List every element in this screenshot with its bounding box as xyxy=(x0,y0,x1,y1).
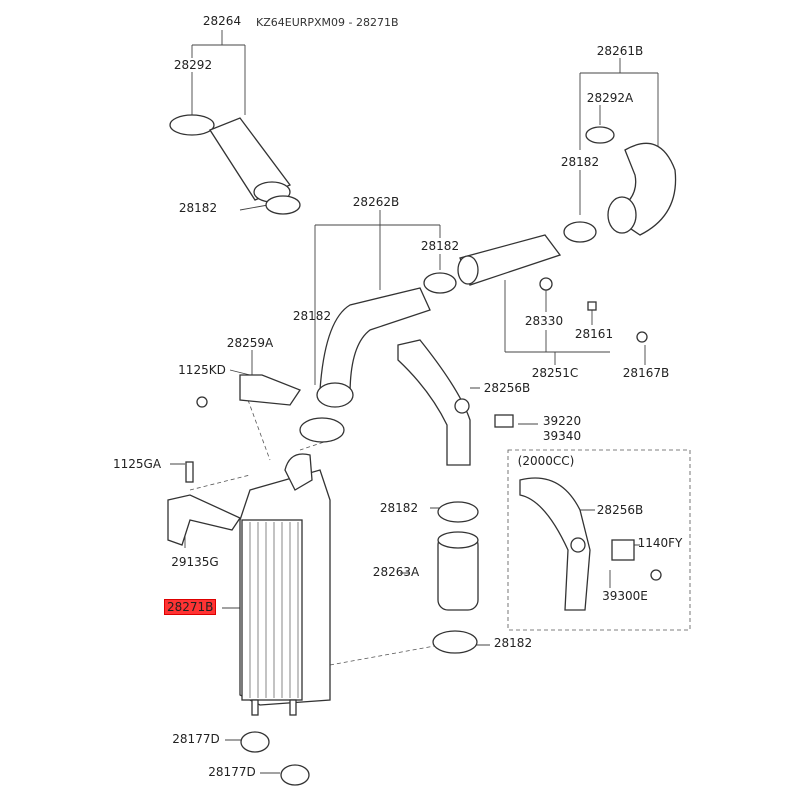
label-28261B[interactable]: 28261B xyxy=(596,44,644,58)
label-39220[interactable]: 39220 xyxy=(542,414,582,428)
hose-28264 xyxy=(169,114,301,215)
label-28262B[interactable]: 28262B xyxy=(352,195,400,209)
label-28182[interactable]: 28182 xyxy=(178,201,218,215)
label-28161[interactable]: 28161 xyxy=(574,327,614,341)
label-28292A[interactable]: 28292A xyxy=(586,91,634,105)
label-2000cc: (2000CC) xyxy=(517,454,575,468)
label-28182[interactable]: 28182 xyxy=(493,636,533,650)
label-28182[interactable]: 28182 xyxy=(292,309,332,323)
label-28259A[interactable]: 28259A xyxy=(226,336,274,350)
label-28177D[interactable]: 28177D xyxy=(208,765,256,779)
label-39300E[interactable]: 39300E xyxy=(602,589,648,603)
pipe-28256B-2000cc xyxy=(519,477,662,611)
label-28182[interactable]: 28182 xyxy=(560,155,600,169)
label-1125KD[interactable]: 1125KD xyxy=(178,363,226,377)
label-28330[interactable]: 28330 xyxy=(524,314,564,328)
label-28256B[interactable]: 28256B xyxy=(483,381,531,395)
hose-28262B xyxy=(299,287,431,443)
label-28182[interactable]: 28182 xyxy=(379,501,419,515)
label-28271B-highlighted[interactable]: 28271B xyxy=(164,599,217,615)
label-1125GA[interactable]: 1125GA xyxy=(112,457,162,471)
label-28292[interactable]: 28292 xyxy=(173,58,213,72)
label-28256B[interactable]: 28256B xyxy=(596,503,644,517)
label-39340[interactable]: 39340 xyxy=(542,429,582,443)
label-28264[interactable]: 28264 xyxy=(202,14,242,28)
label-29135G[interactable]: 29135G xyxy=(171,555,219,569)
diagram-header: KZ64EURPXM09 - 28271B xyxy=(256,16,399,29)
intercooler-28271B xyxy=(239,453,331,716)
label-1140FY[interactable]: 1140FY xyxy=(637,536,683,550)
bracket-28259A xyxy=(196,374,301,408)
hose-28261B xyxy=(563,126,677,243)
hose-28263A xyxy=(432,531,479,654)
label-28251C[interactable]: 28251C xyxy=(531,366,579,380)
bracket-29135G xyxy=(167,461,241,546)
label-28263A[interactable]: 28263A xyxy=(372,565,420,579)
mounts-28177D xyxy=(240,731,310,786)
label-28182[interactable]: 28182 xyxy=(420,239,460,253)
label-28167B[interactable]: 28167B xyxy=(622,366,670,380)
pipe-28256B xyxy=(397,339,514,523)
label-28177D[interactable]: 28177D xyxy=(172,732,220,746)
pipe-28251C xyxy=(423,234,648,343)
